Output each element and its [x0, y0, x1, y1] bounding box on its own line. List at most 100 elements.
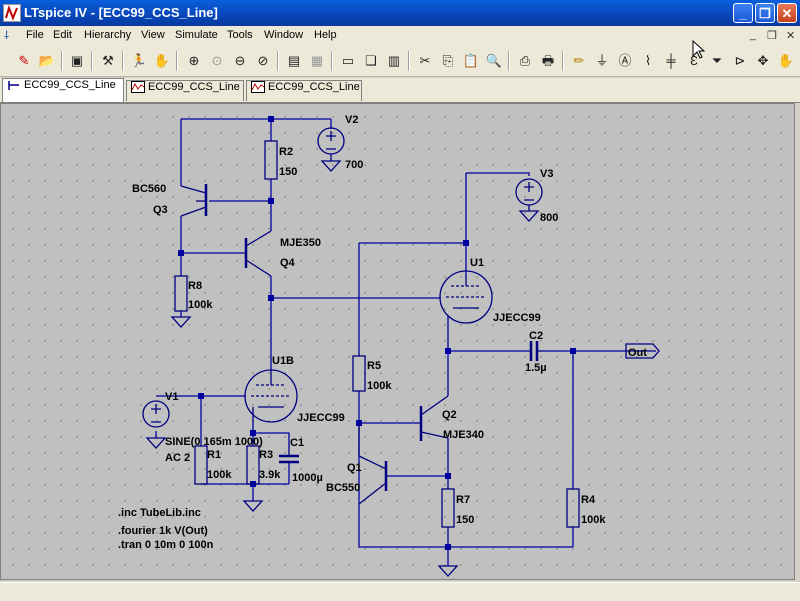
- r7-ref: R7: [456, 494, 470, 506]
- tubes: [244, 270, 493, 423]
- close-button[interactable]: ✕: [777, 3, 797, 23]
- autorange-icon[interactable]: ▤: [287, 53, 301, 68]
- run-icon[interactable]: 🏃: [130, 53, 148, 68]
- find-icon[interactable]: 🔍: [485, 53, 503, 68]
- diode-icon[interactable]: ⏷: [711, 53, 723, 68]
- label-net-icon[interactable]: Ⓐ: [618, 53, 632, 68]
- q2-model: MJE340: [443, 429, 484, 441]
- mdi-minimize-button[interactable]: _: [750, 29, 757, 41]
- r7-value: 150: [456, 514, 474, 526]
- waveform-icon: [251, 81, 265, 94]
- v1-ac: AC 2: [165, 452, 190, 464]
- menu-hierarchy[interactable]: Hierarchy: [84, 29, 132, 41]
- resistor-icon[interactable]: ⌇: [644, 53, 652, 68]
- inductor-icon[interactable]: Ɛ: [690, 53, 698, 68]
- r3-body[interactable]: [246, 445, 260, 485]
- ground-icon[interactable]: ⏚: [595, 53, 609, 68]
- c2-plates[interactable]: [529, 341, 539, 361]
- r1-ref: R1: [207, 449, 221, 461]
- tile-horizontal-icon[interactable]: ▭: [341, 53, 355, 68]
- tile-vertical-icon[interactable]: ▥: [387, 53, 401, 68]
- schematic-canvas[interactable]: Out R2 150 V2 700 BC560 Q3 MJE350 Q4 R8 …: [0, 103, 795, 580]
- draw-wire-icon[interactable]: ✏: [573, 53, 585, 68]
- capacitor-icon[interactable]: ╪: [666, 53, 676, 68]
- cascade-icon[interactable]: ❏: [365, 53, 377, 68]
- print-preview-icon[interactable]: ⎙: [519, 53, 531, 68]
- r2-body[interactable]: [264, 140, 278, 180]
- copy-icon[interactable]: ⎘: [442, 53, 454, 68]
- directive-fourier[interactable]: .fourier 1k V(Out): [118, 525, 208, 537]
- zoom-out-icon[interactable]: ⊖: [234, 53, 246, 68]
- zoom-cancel-icon[interactable]: ⊘: [257, 53, 269, 68]
- v1-ref: V1: [165, 391, 178, 403]
- tab-waveform-2[interactable]: ECC99_CCS_Line: [246, 80, 362, 101]
- c1-plates[interactable]: [279, 454, 299, 464]
- control-panel-icon[interactable]: ⚒: [102, 53, 114, 68]
- q1-model: BC550: [326, 482, 360, 494]
- r5-body[interactable]: [352, 355, 366, 392]
- net-label-out[interactable]: Out: [625, 343, 660, 359]
- pan-icon[interactable]: ⊙: [211, 53, 223, 68]
- menu-tools[interactable]: Tools: [227, 29, 253, 41]
- capacitors: [279, 341, 543, 467]
- transistors: [180, 184, 449, 505]
- schematic-drawing: Out R2 150 V2 700 BC560 Q3 MJE350 Q4 R8 …: [118, 114, 660, 577]
- tab-label: ECC99_CCS_Line: [24, 79, 116, 92]
- u1-symbol[interactable]: [439, 270, 493, 324]
- mdi-schematic-icon[interactable]: ⸸: [4, 30, 10, 42]
- cut-icon[interactable]: ✂: [419, 53, 431, 68]
- c2-value: 1.5µ: [525, 362, 547, 374]
- menu-file[interactable]: File: [26, 29, 44, 41]
- fit-icon[interactable]: ▦: [310, 53, 324, 68]
- paste-icon[interactable]: 📋: [462, 53, 480, 68]
- svg-text:Out: Out: [628, 347, 647, 359]
- r8-body[interactable]: [174, 275, 188, 312]
- print-icon[interactable]: 🖶: [541, 53, 555, 68]
- r1-body[interactable]: [194, 445, 208, 485]
- save-icon[interactable]: ▣: [70, 53, 84, 68]
- mdi-close-button[interactable]: ✕: [786, 30, 796, 42]
- component-icon[interactable]: ⊳: [734, 53, 746, 68]
- r4-body[interactable]: [566, 488, 580, 528]
- r3-value: 3.9k: [259, 469, 281, 481]
- q3-model: BC560: [132, 183, 166, 195]
- zoom-in-icon[interactable]: ⊕: [188, 53, 200, 68]
- menu-view[interactable]: View: [141, 29, 165, 41]
- q1-ref: Q1: [347, 462, 362, 474]
- v1-symbol[interactable]: [142, 400, 170, 428]
- schematic-icon: [7, 79, 21, 91]
- wires: [155, 118, 656, 566]
- menu-window[interactable]: Window: [264, 29, 304, 41]
- toolbar: ✎ 📂 ▣ ⚒ 🏃 ✋ ⊕ ⊙ ⊖ ⊘ ▤ ▦ ▭ ❏ ▥ ✂ ⎘ 📋 🔍 ⎙ …: [0, 46, 800, 77]
- r5-ref: R5: [367, 360, 381, 372]
- resistors: [174, 140, 580, 528]
- directive-include[interactable]: .inc TubeLib.inc: [118, 507, 201, 519]
- u1b-ref: U1B: [272, 355, 294, 367]
- open-icon[interactable]: 📂: [38, 53, 56, 68]
- directive-tran[interactable]: .tran 0 10m 0 100n: [118, 539, 214, 551]
- menu-edit[interactable]: Edit: [53, 29, 72, 41]
- r2-value: 150: [279, 166, 297, 178]
- tab-waveform-1[interactable]: ECC99_CCS_Line: [126, 80, 244, 101]
- maximize-button[interactable]: ❐: [755, 3, 775, 23]
- r7-body[interactable]: [441, 488, 455, 528]
- tab-schematic[interactable]: ECC99_CCS_Line: [2, 78, 124, 102]
- ltspice-logo-icon[interactable]: [3, 4, 21, 22]
- new-schematic-icon[interactable]: ✎: [18, 53, 30, 68]
- c1-value: 1000µ: [292, 472, 323, 484]
- drag-icon[interactable]: ✋: [777, 53, 795, 68]
- status-bar: [0, 582, 800, 601]
- c2-ref: C2: [529, 330, 543, 342]
- halt-icon[interactable]: ✋: [153, 53, 171, 68]
- move-icon[interactable]: ✥: [757, 53, 769, 68]
- junctions: [178, 116, 576, 550]
- r3-ref: R3: [259, 449, 273, 461]
- v3-value: 800: [540, 212, 558, 224]
- menu-simulate[interactable]: Simulate: [175, 29, 218, 41]
- window-title: LTspice IV - [ECC99_CCS_Line]: [24, 5, 218, 20]
- v2-ref: V2: [345, 114, 358, 126]
- minimize-button[interactable]: _: [733, 3, 753, 23]
- mdi-restore-button[interactable]: ❐: [767, 30, 777, 42]
- menu-help[interactable]: Help: [314, 29, 337, 41]
- menu-bar: ⸸ File Edit Hierarchy View Simulate Tool…: [0, 26, 800, 46]
